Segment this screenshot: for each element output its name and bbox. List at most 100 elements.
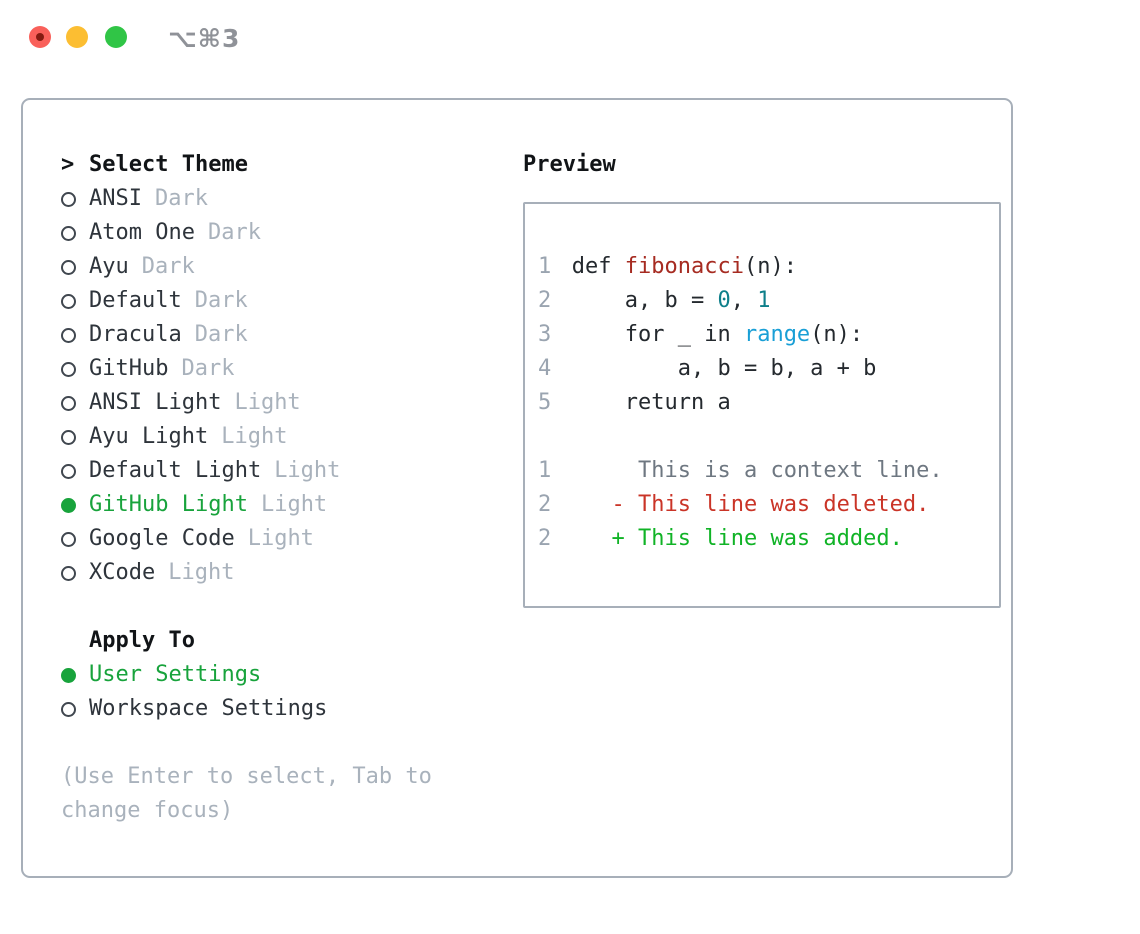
close-button[interactable] <box>29 26 51 48</box>
window-shortcut-label: ⌥⌘3 <box>168 24 241 53</box>
theme-name: ANSI <box>89 186 142 211</box>
code-line: 3 for _ in range(n): <box>538 318 987 352</box>
radio-selected-icon <box>61 497 76 513</box>
line-number: 3 <box>538 322 552 347</box>
theme-variant-tag: Light <box>234 390 301 415</box>
theme-variant-tag: Dark <box>207 220 261 245</box>
radio-unselected-icon <box>61 395 76 411</box>
radio-marker <box>61 182 89 216</box>
radio-selected-icon <box>61 667 76 683</box>
radio-marker <box>61 216 89 250</box>
code-line <box>538 420 987 454</box>
radio-marker <box>61 318 89 352</box>
radio-marker <box>61 284 89 318</box>
radio-unselected-icon <box>61 361 76 377</box>
zoom-button[interactable] <box>105 26 127 48</box>
radio-unselected-icon <box>61 701 76 717</box>
select-theme-header: > Select Theme <box>61 148 503 182</box>
radio-marker <box>61 556 89 590</box>
radio-marker <box>61 692 89 726</box>
theme-variant-tag: Light <box>260 492 328 517</box>
radio-unselected-icon <box>61 531 76 547</box>
theme-option-default-light[interactable]: Default Light Light <box>61 454 503 488</box>
theme-name: Ayu <box>89 254 129 279</box>
line-number: 2 <box>538 492 552 517</box>
code-token-fg: a, b = <box>571 288 718 313</box>
theme-variant-tag: Dark <box>194 288 248 313</box>
apply-option-name: Workspace Settings <box>89 696 328 721</box>
close-dot-icon <box>36 33 44 41</box>
radio-marker <box>61 658 89 692</box>
code-line: 1 def fibonacci(n): <box>538 250 987 284</box>
minimize-button[interactable] <box>66 26 88 48</box>
line-number: 1 <box>538 254 552 279</box>
theme-option-default[interactable]: Default Dark <box>61 284 503 318</box>
theme-variant-tag: Light <box>274 458 341 483</box>
code-token-fg: return a <box>571 390 731 415</box>
theme-variant-tag: Dark <box>181 356 235 381</box>
theme-option-ansi[interactable]: ANSI Dark <box>61 182 503 216</box>
line-number: 4 <box>538 356 552 381</box>
apply-to-indent <box>61 624 89 658</box>
apply-option-name: User Settings <box>89 662 262 687</box>
theme-name: Default <box>89 288 182 313</box>
code-line: 2 + This line was added. <box>538 522 987 556</box>
theme-option-github-light[interactable]: GitHub Light Light <box>61 488 503 522</box>
theme-option-google-code[interactable]: Google Code Light <box>61 522 503 556</box>
code-token-builtin: range <box>743 322 811 347</box>
radio-marker <box>61 522 89 556</box>
code-token-fg: for _ in <box>571 322 744 347</box>
help-line: (Use Enter to select, Tab to <box>61 764 432 789</box>
line-number: 1 <box>538 458 552 483</box>
radio-marker <box>61 454 89 488</box>
code-token-func: fibonacci <box>624 254 744 279</box>
apply-option-workspace-settings[interactable]: Workspace Settings <box>61 692 503 726</box>
code-line: 4 a, b = b, a + b <box>538 352 987 386</box>
radio-unselected-icon <box>61 327 76 343</box>
code-token-fg: (n): <box>810 322 864 347</box>
theme-name: Google Code <box>89 526 235 551</box>
radio-unselected-icon <box>61 565 76 581</box>
code-line: 2 - This line was deleted. <box>538 488 987 522</box>
code-token-context: This is a context line. <box>571 458 943 483</box>
select-theme-title: Select Theme <box>89 152 248 177</box>
theme-variant-tag: Light <box>247 526 314 551</box>
theme-name: Ayu Light <box>89 424 209 449</box>
theme-name: GitHub <box>89 356 169 381</box>
theme-option-github[interactable]: GitHub Dark <box>61 352 503 386</box>
apply-to-header: Apply To <box>61 624 503 658</box>
theme-variant-tag: Dark <box>154 186 208 211</box>
code-token-deleted: - This line was deleted. <box>571 492 930 517</box>
preview-title: Preview <box>523 152 616 177</box>
line-number: 2 <box>538 526 552 551</box>
line-number: 2 <box>538 288 552 313</box>
theme-option-ayu-light[interactable]: Ayu Light Light <box>61 420 503 454</box>
theme-variant-tag: Light <box>221 424 288 449</box>
radio-marker <box>61 420 89 454</box>
code-token-fg: def <box>571 254 625 279</box>
apply-option-user-settings[interactable]: User Settings <box>61 658 503 692</box>
code-token-fg: (n): <box>743 254 797 279</box>
code-token-added: + This line was added. <box>571 526 903 551</box>
window-titlebar: ⌥⌘3 <box>0 0 1140 75</box>
radio-marker <box>61 250 89 284</box>
code-token-fg: , <box>730 288 758 313</box>
code-token-num: 1 <box>757 288 771 313</box>
radio-unselected-icon <box>61 293 76 309</box>
radio-marker <box>61 386 89 420</box>
code-token-fg: a, b = b, a + b <box>571 356 877 381</box>
theme-name: GitHub Light <box>89 492 248 517</box>
theme-name: Dracula <box>89 322 182 347</box>
theme-name: Default Light <box>89 458 262 483</box>
radio-unselected-icon <box>61 259 76 275</box>
